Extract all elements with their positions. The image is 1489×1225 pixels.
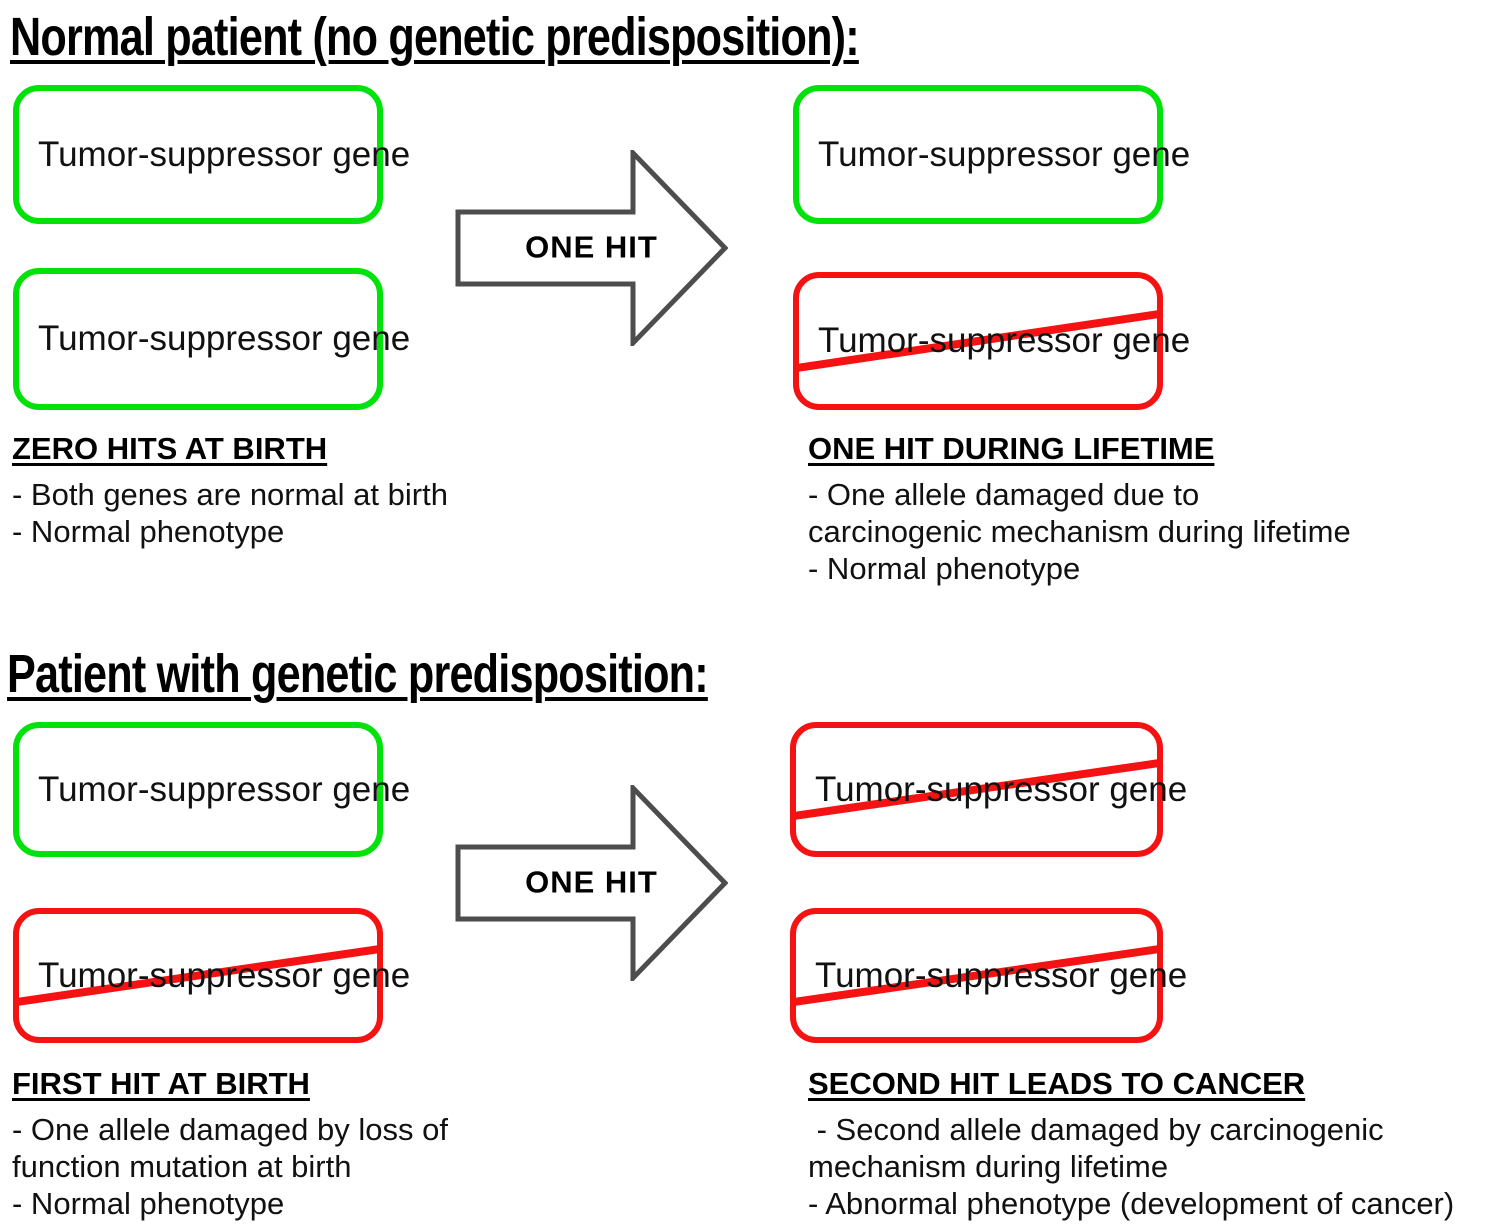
gene-box-label: Tumor-suppressor gene <box>818 321 1191 360</box>
caption-line: - Normal phenotype <box>808 551 1081 586</box>
caption-line: function mutation at birth <box>12 1149 352 1184</box>
gene-box-label: Tumor-suppressor gene <box>815 769 1188 809</box>
one-hit-arrow: ONE HIT <box>455 785 728 981</box>
caption-line: - One allele damaged by loss of <box>12 1112 448 1147</box>
caption-line: - Normal phenotype <box>12 1186 285 1221</box>
right-arrow-icon <box>455 785 728 981</box>
one-hit-arrow: ONE HIT <box>455 150 728 346</box>
gene-box-label: Tumor-suppressor gene <box>38 955 411 995</box>
caption-line: - Both genes are normal at birth <box>12 477 448 512</box>
caption-heading: FIRST HIT AT BIRTH <box>12 1066 310 1101</box>
right-arrow-icon <box>455 150 728 346</box>
gene-box-damaged: Tumor-suppressor gene <box>793 272 1190 410</box>
caption-heading: ZERO HITS AT BIRTH <box>12 431 328 466</box>
gene-box-normal: Tumor-suppressor gene <box>13 722 410 857</box>
gene-box-label: Tumor-suppressor gene <box>38 319 411 358</box>
caption-line: mechanism during lifetime <box>808 1149 1169 1184</box>
arrow-label: ONE HIT <box>525 229 658 265</box>
section-title-predisposed-patient: Patient with genetic predisposition: <box>7 644 709 704</box>
caption-line: carcinogenic mechanism during lifetime <box>808 514 1351 549</box>
gene-box-normal: Tumor-suppressor gene <box>793 85 1190 224</box>
caption-heading: SECOND HIT LEADS TO CANCER <box>808 1066 1306 1101</box>
gene-box-label: Tumor-suppressor gene <box>818 134 1191 174</box>
caption-line: - Normal phenotype <box>12 514 285 549</box>
section-title-normal-patient: Normal patient (no genetic predispositio… <box>10 7 860 67</box>
arrow-label: ONE HIT <box>525 864 658 900</box>
caption-second-hit-cancer: SECOND HIT LEADS TO CANCER - Second alle… <box>808 1066 1489 1222</box>
caption-one-hit-lifetime: ONE HIT DURING LIFETIME - One allele dam… <box>808 431 1448 587</box>
gene-box-damaged: Tumor-suppressor gene <box>790 722 1187 857</box>
gene-box-damaged: Tumor-suppressor gene <box>13 908 410 1043</box>
gene-box-normal: Tumor-suppressor gene <box>13 85 410 224</box>
gene-box-label: Tumor-suppressor gene <box>38 134 411 174</box>
caption-zero-hits: ZERO HITS AT BIRTH - Both genes are norm… <box>12 431 552 550</box>
gene-box-label: Tumor-suppressor gene <box>815 955 1188 995</box>
caption-line: - Abnormal phenotype (development of can… <box>808 1186 1455 1221</box>
caption-line: - One allele damaged due to <box>808 477 1200 512</box>
gene-box-label: Tumor-suppressor gene <box>38 769 411 809</box>
caption-heading: ONE HIT DURING LIFETIME <box>808 431 1215 466</box>
gene-box-damaged: Tumor-suppressor gene <box>790 908 1187 1043</box>
gene-box-normal: Tumor-suppressor gene <box>13 268 410 410</box>
caption-line: - Second allele damaged by carcinogenic <box>808 1112 1384 1147</box>
caption-first-hit: FIRST HIT AT BIRTH - One allele damaged … <box>12 1066 552 1222</box>
